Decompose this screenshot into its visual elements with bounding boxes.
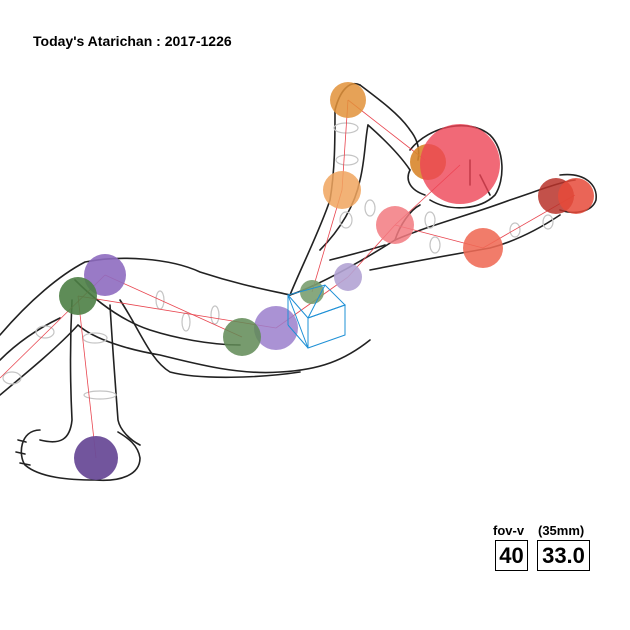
joint-hand-right-b[interactable] — [558, 178, 594, 214]
camera-cube-icon[interactable] — [287, 284, 346, 349]
joint-thigh-green[interactable] — [59, 277, 97, 315]
joint-foot[interactable] — [74, 436, 118, 480]
focal-length-value[interactable]: 33.0 — [537, 540, 590, 571]
fov-v-label: fov-v — [493, 523, 525, 538]
joint-knee-purple[interactable] — [84, 254, 126, 296]
joint-hip-upper[interactable] — [334, 263, 362, 291]
lens-label: (35mm) — [538, 523, 585, 538]
joint-markers[interactable] — [59, 82, 594, 480]
joint-elbow[interactable] — [463, 228, 503, 268]
joint-head[interactable] — [420, 124, 500, 204]
joint-orange-top[interactable] — [330, 82, 366, 118]
joint-shoulder[interactable] — [376, 206, 414, 244]
joint-hip-purple[interactable] — [254, 306, 298, 350]
fov-v-value[interactable]: 40 — [495, 540, 528, 571]
twist-guides — [2, 122, 554, 400]
joint-orange-mid[interactable] — [323, 171, 361, 209]
joint-pelvis[interactable] — [300, 280, 324, 304]
joint-knee-green[interactable] — [223, 318, 261, 356]
page-title: Today's Atarichan : 2017-1226 — [33, 33, 232, 49]
